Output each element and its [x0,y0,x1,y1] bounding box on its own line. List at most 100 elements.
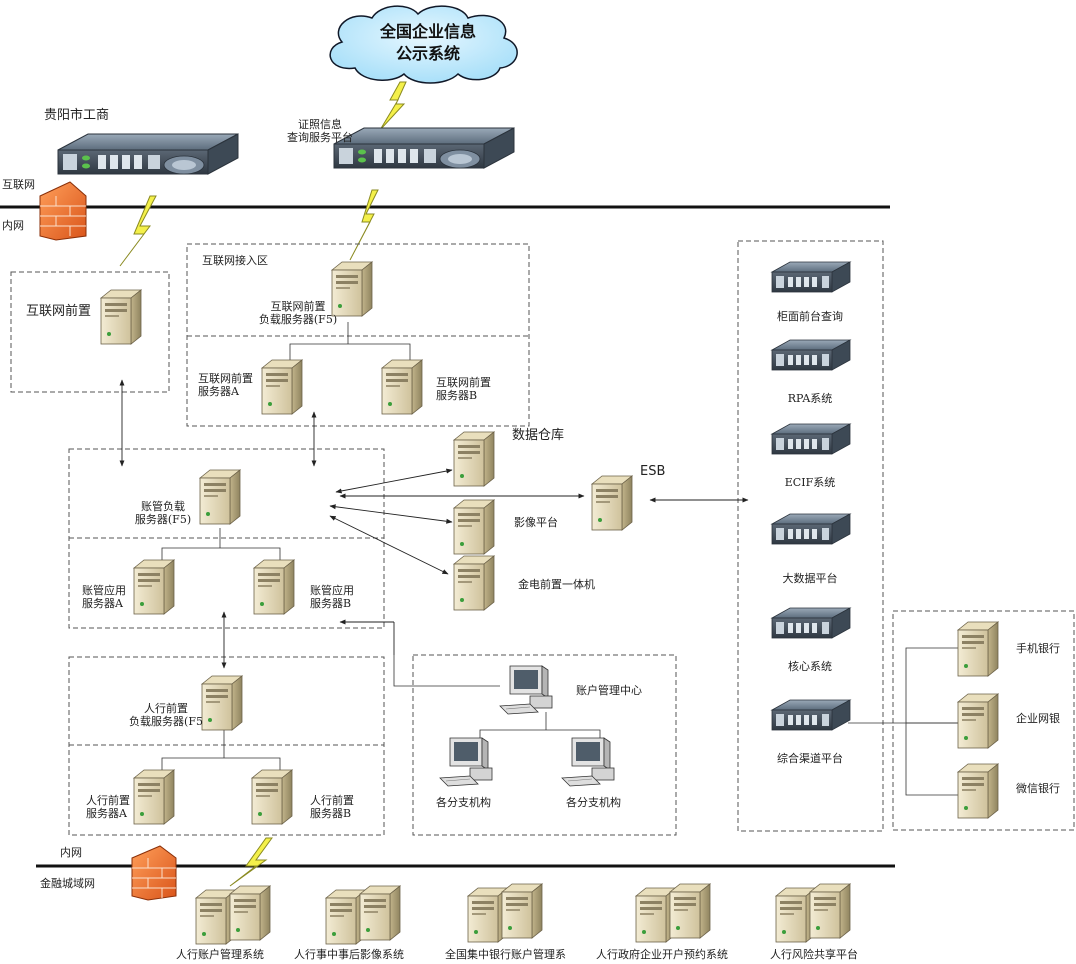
server-pair-icon-3 [467,883,543,943]
image-platform-label: 影像平台 [514,516,558,529]
branch-label-2: 各分支机构 [566,796,621,809]
account-lb-label: 账管负载 服务器(F5) [128,500,198,526]
rack-icon-channel-platform [771,699,851,731]
pboc-a-line2: 服务器A [86,807,127,820]
zone-internet-access [186,243,530,427]
pboc-system-label-1: 人行账户管理系统 [176,948,264,961]
internet-b-line2: 服务器B [436,389,478,402]
channel-label-mobile: 手机银行 [1016,642,1060,655]
account-a-label: 账管应用 服务器A [82,584,126,610]
zone-label-internet-access: 互联网接入区 [202,254,268,267]
computer-icon-account-center [499,665,553,715]
server-icon-esb [591,475,633,531]
esb-label: ESB [640,464,666,479]
system-label-big-data: 大数据平台 [782,572,838,585]
server-icon-data-warehouse [453,431,495,487]
internet-a-label: 互联网前置 服务器A [198,372,253,398]
internet-lb-label: 互联网前置 负载服务器(F5) [248,300,348,326]
zone-label-internet: 互联网 [2,178,35,191]
zone-systems [737,240,884,832]
channel-label-wechat: 微信银行 [1016,782,1060,795]
guiyang-label: 贵阳市工商 [44,108,110,123]
server-icon-internet-b [381,359,423,415]
zone-internet-front [10,271,170,393]
channel-label-corp: 企业网银 [1016,712,1060,725]
zone-label-intranet-top: 内网 [2,219,24,232]
pboc-a-label: 人行前置 服务器A [86,794,130,820]
pboc-system-label-5: 人行风险共享平台 [770,948,858,961]
account-a-line1: 账管应用 [82,584,126,597]
rack-icon-big-data [771,513,851,545]
cloud-title-line2: 公示系统 [395,44,460,63]
internet-b-line1: 互联网前置 [436,376,491,389]
system-label-core: 核心系统 [788,660,832,673]
account-b-line1: 账管应用 [310,584,354,597]
jindian-label: 金电前置一体机 [518,578,595,591]
server-icon-wechat-bank [957,763,999,819]
internet-a-line1: 互联网前置 [198,372,253,385]
pboc-lb-line1: 人行前置 [144,702,188,715]
zone-account-center [412,654,677,836]
account-a-line2: 服务器A [82,597,123,610]
cert-query-label: 证照信息 查询服务平台 [270,118,370,144]
pboc-b-label: 人行前置 服务器B [310,794,354,820]
account-b-label: 账管应用 服务器B [310,584,354,610]
rack-icon-counter-query [771,261,851,293]
server-icon-corp-bank [957,693,999,749]
lightning-icon [119,195,157,267]
server-icon-account-lb [199,469,241,525]
account-center-label: 账户管理中心 [576,684,642,697]
computer-icon-branch-1 [439,737,493,787]
account-lb-line2: 服务器(F5) [134,513,192,526]
server-pair-icon-1 [195,885,271,945]
system-label-channel-platform: 综合渠道平台 [777,752,843,765]
zone-pboc-front [68,656,385,836]
rack-icon-core [771,607,851,639]
system-label-counter-query: 柜面前台查询 [777,310,843,323]
server-icon-account-a [133,559,175,615]
rack-server-icon-guiyang [57,133,239,175]
internet-a-line2: 服务器A [198,385,239,398]
lightning-icon [379,81,407,131]
pboc-b-line2: 服务器B [310,807,352,820]
pboc-system-label-3: 全国集中银行账户管理系 [445,948,566,961]
zone-label-finance-net: 金融城域网 [40,877,95,890]
account-lb-line1: 账管负载 [141,500,185,513]
computer-icon-branch-2 [561,737,615,787]
pboc-lb-label: 人行前置 负载服务器(F5 [114,702,218,728]
server-icon-mobile-bank [957,621,999,677]
server-icon-pboc-b [251,769,293,825]
server-icon-jindian [453,555,495,611]
internet-lb-line1: 互联网前置 [270,300,326,313]
firewall-icon-top [39,181,87,241]
zone-label-intranet-bottom: 内网 [60,846,82,859]
cloud-icon [329,5,518,84]
internet-front-label: 互联网前置 [26,304,92,319]
cert-query-line2: 查询服务平台 [287,131,353,144]
server-pair-icon-5 [775,883,851,943]
internet-b-label: 互联网前置 服务器B [436,376,491,402]
server-pair-icon-2 [325,885,401,945]
pboc-lb-line2: 负载服务器(F5 [129,715,203,728]
cloud-title-line1: 全国企业信息 [379,22,476,41]
server-pair-icon-4 [635,883,711,943]
server-icon-pboc-a [133,769,175,825]
internet-lb-line2: 负载服务器(F5) [258,313,338,326]
cloud-title: 全国企业信息 公示系统 [360,21,496,65]
data-warehouse-label: 数据仓库 [512,428,565,443]
rack-icon-rpa [771,339,851,371]
cert-query-line1: 证照信息 [298,118,342,131]
system-label-ecif: ECIF系统 [784,476,836,489]
pboc-system-label-4: 人行政府企业开户预约系统 [596,948,728,961]
zone-channels [892,610,1075,831]
firewall-icon-bottom [131,845,177,901]
lightning-icon [229,837,273,887]
pboc-system-label-2: 人行事中事后影像系统 [294,948,404,961]
pboc-b-line1: 人行前置 [310,794,354,807]
account-b-line2: 服务器B [310,597,352,610]
server-icon-internet-front [100,289,142,345]
system-label-rpa: RPA系统 [787,392,833,405]
rack-icon-ecif [771,423,851,455]
server-icon-internet-a [261,359,303,415]
